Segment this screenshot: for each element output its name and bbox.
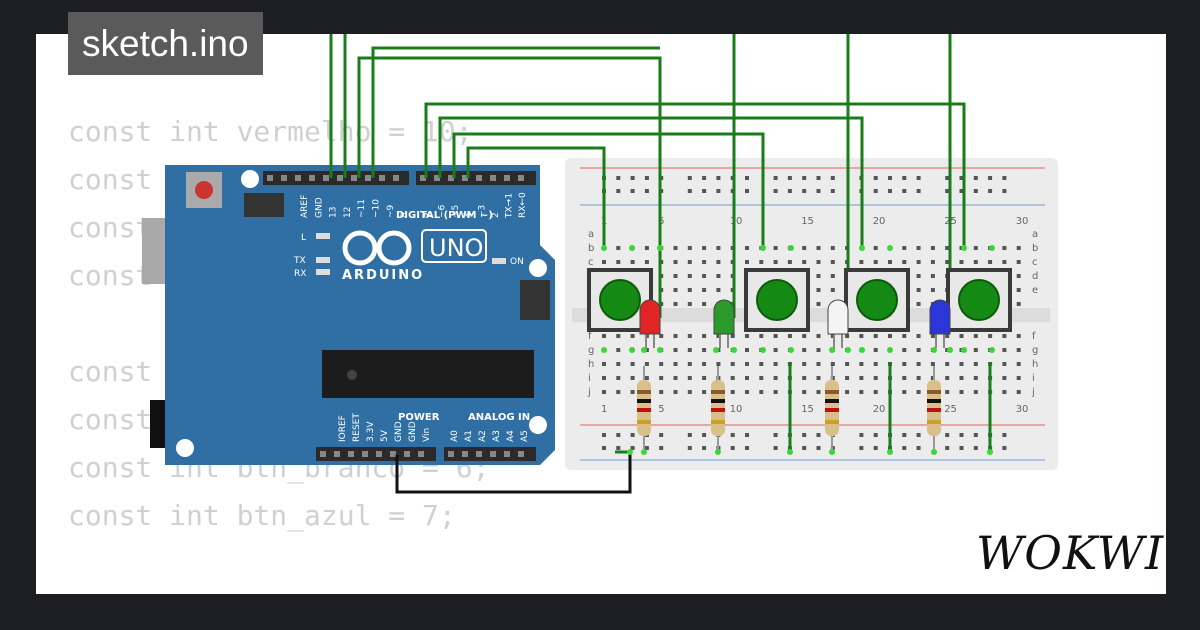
- digital-label: DIGITAL (PWM ~): [396, 210, 493, 221]
- pin-label: RESET: [352, 413, 362, 442]
- led-2: [713, 299, 735, 335]
- row-letter: f: [588, 331, 592, 342]
- row-letter: i: [588, 373, 591, 384]
- pushbutton-cap: [756, 279, 798, 321]
- pin-label: A2: [478, 430, 488, 442]
- pin-label: A5: [520, 430, 530, 442]
- column-number: 5: [658, 404, 664, 415]
- column-number: 1: [601, 404, 607, 415]
- pin-label: ~3: [478, 205, 488, 218]
- wire-gnd: [395, 452, 632, 494]
- column-number: 20: [873, 404, 886, 415]
- pin-label: ~9: [386, 204, 396, 218]
- pin-label: ~11: [357, 199, 367, 218]
- wire-10: [371, 46, 660, 178]
- row-letter: b: [588, 243, 594, 254]
- row-letter: j: [587, 387, 591, 398]
- row-letter: j: [1031, 387, 1035, 398]
- wire-6: [438, 116, 864, 248]
- row-letter: g: [588, 345, 594, 356]
- board-model: UNO: [429, 234, 483, 262]
- row-letter: d: [1032, 271, 1038, 282]
- pin-label: A3: [492, 430, 502, 442]
- pin-label: Vin: [422, 428, 432, 442]
- column-number: 10: [730, 404, 743, 415]
- pushbutton-cap: [856, 279, 898, 321]
- pin-label: 13: [329, 207, 339, 218]
- arduino-board: ARDUINO UNO DIGITAL (PWM ~) POWER ANALOG…: [142, 165, 555, 465]
- pin-label: 8: [400, 212, 410, 218]
- column-number: 10: [730, 216, 743, 227]
- led-4: [929, 299, 951, 335]
- column-number: 15: [801, 404, 814, 415]
- pin-label: 3.3V: [366, 421, 376, 442]
- led-tx-label: TX: [293, 256, 306, 266]
- led-on-label: ON: [510, 257, 524, 267]
- wokwi-logo: WOKWI: [976, 526, 1165, 580]
- row-letter: g: [1032, 345, 1038, 356]
- pin-label: 4: [464, 212, 474, 218]
- pin-label: A4: [506, 430, 516, 442]
- led-1: [639, 299, 661, 335]
- row-letter: c: [1032, 257, 1038, 268]
- column-number: 30: [1016, 404, 1029, 415]
- wires: [329, 34, 992, 494]
- pin-label: ~6: [437, 204, 447, 218]
- wire-5: [452, 132, 765, 248]
- row-letter: h: [588, 359, 594, 370]
- column-number: 25: [944, 404, 957, 415]
- wire-7: [424, 102, 966, 248]
- pin-label: A0: [450, 430, 460, 442]
- pushbutton-cap: [958, 279, 1000, 321]
- pin-label: TX→1: [504, 193, 514, 219]
- row-letter: e: [1032, 285, 1038, 296]
- row-letter: a: [1032, 229, 1038, 240]
- row-letter: h: [1032, 359, 1038, 370]
- pin-label: 5V: [380, 429, 390, 442]
- wire-11: [357, 56, 662, 318]
- row-letter: c: [588, 257, 594, 268]
- row-letter: a: [588, 229, 594, 240]
- row-letter: f: [1032, 331, 1036, 342]
- analog-label: ANALOG IN: [468, 412, 530, 423]
- column-number: 15: [801, 216, 814, 227]
- sketch-title: sketch.ino: [68, 12, 263, 75]
- row-letter: i: [1032, 373, 1035, 384]
- pin-label: ~5: [451, 205, 461, 218]
- pin-label: ~10: [372, 199, 382, 218]
- led-3: [827, 299, 849, 335]
- pin-label: GND: [394, 421, 404, 442]
- led-l-label: L: [301, 233, 306, 243]
- pin-label: 12: [343, 207, 353, 218]
- led-rx-label: RX: [294, 269, 306, 279]
- pin-label: A1: [464, 430, 474, 442]
- column-number: 30: [1016, 216, 1029, 227]
- pushbutton-cap: [599, 279, 641, 321]
- pin-label: IOREF: [338, 415, 348, 442]
- power-label: POWER: [398, 412, 440, 423]
- pin-label: 7: [424, 212, 434, 218]
- pin-label: 2: [491, 212, 501, 218]
- wire-4: [466, 146, 606, 248]
- pin-label: RX←0: [518, 192, 528, 218]
- arduino-logo-text: ARDUINO: [342, 268, 424, 283]
- pin-label: GND: [408, 421, 418, 442]
- pin-label: GND: [314, 197, 324, 218]
- row-letter: b: [1032, 243, 1038, 254]
- column-number: 20: [873, 216, 886, 227]
- pin-label: AREF: [300, 195, 310, 218]
